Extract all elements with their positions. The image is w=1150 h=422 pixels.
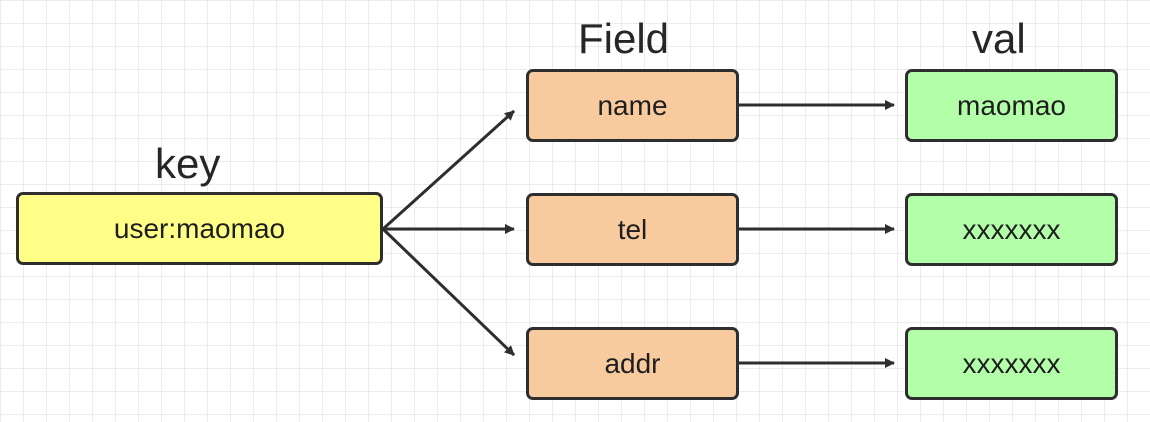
arrow-key-to-name bbox=[381, 109, 516, 231]
field-node-addr: addr bbox=[526, 327, 739, 400]
arrow-key-to-addr bbox=[381, 227, 516, 357]
field-node-tel: tel bbox=[526, 193, 739, 266]
val-heading: val bbox=[972, 15, 1026, 62]
val-node-1: maomao bbox=[905, 69, 1118, 142]
key-heading: key bbox=[155, 140, 221, 187]
val-node-3: xxxxxxx bbox=[905, 327, 1118, 400]
field-node-name: name bbox=[526, 69, 739, 142]
key-node: user:maomao bbox=[16, 192, 383, 265]
field-heading: Field bbox=[578, 15, 670, 62]
val-node-2: xxxxxxx bbox=[905, 193, 1118, 266]
